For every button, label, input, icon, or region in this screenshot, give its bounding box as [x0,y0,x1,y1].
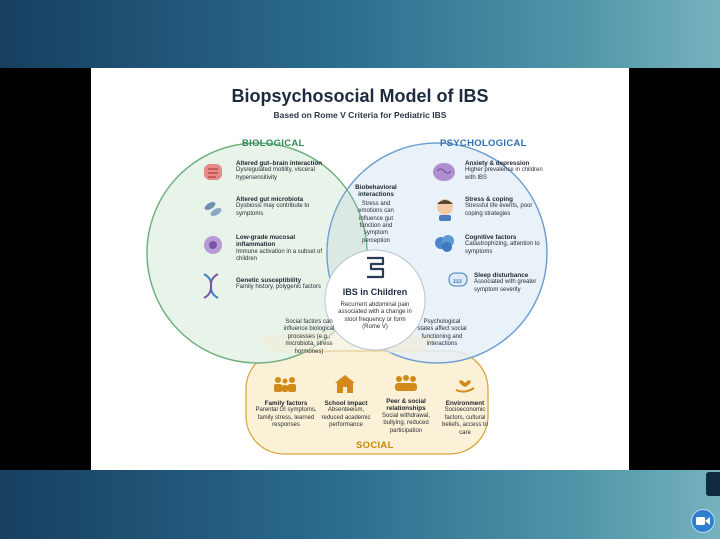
social-item-4-desc: Socioeconomic factors, cultural beliefs,… [441,407,489,436]
psych-item-4: Sleep disturbance Associated with greate… [474,272,554,294]
center-circle [324,249,426,351]
bio-item-2: Altered gut microbiota Dysbiosis may con… [236,196,334,218]
social-item-3-title: Peer & social relationships [386,398,426,413]
social-item-4: Environment Socioeconomic factors, cultu… [440,400,490,437]
psych-item-3-desc: Catastrophizing, attention to symptoms [465,241,540,255]
slide-title: Biopsychosocial Model of IBS [231,86,489,106]
psych-item-2-desc: Stressful life events, poor coping strat… [465,203,533,217]
bio-psych-overlap-text: Biobehavioral interactions Stress and em… [351,184,401,245]
social-item-2-desc: Absenteeism, reduced academic performanc… [321,407,371,429]
bio-item-4: Genetic susceptibility Family history, p… [236,277,326,292]
bio-item-1-desc: Dysregulated motility, visceral hypersen… [236,167,315,181]
bio-item-1-title: Altered gut–brain interaction [236,160,323,167]
psych-item-1: Anxiety & depression Higher prevalence i… [465,160,545,182]
bio-item-3-desc: Immune activation in a subset of childre… [236,248,323,263]
bio-item-4-desc: Family history, polygenic factors [236,284,321,291]
social-item-1: Family factors Parental GI symptoms, fam… [254,400,318,430]
social-item-1-desc: Parental GI symptoms, family stress, lea… [255,407,317,429]
venn-diagram [146,142,548,455]
bio-social-overlap-text: Social factors can influence biological … [283,319,335,355]
bio-item-3: Low-grade mucosal inflammation Immune ac… [236,234,326,264]
psych-item-4-title: Sleep disturbance [474,272,529,279]
social-item-2-title: School impact [324,400,368,407]
bio-item-2-desc: Dysbiosis may contribute to symptoms [236,203,310,217]
bio-item-3-title: Low-grade mucosal inflammation [236,234,296,249]
center-text: Recurrent abdominal pain associated with… [338,302,412,331]
video-camera-icon [696,517,710,525]
bio-item-2-title: Altered gut microbiota [236,196,304,203]
social-item-4-title: Environment [445,400,485,407]
social-item-3-desc: Social withdrawal, bullying, reduced par… [381,412,431,434]
psych-social-overlap-text: Psychological states affect social funct… [417,319,467,348]
bio-psych-overlap-desc: Stress and emotions can influence gut fu… [358,200,394,244]
svg-text:zzz: zzz [453,279,462,285]
psych-item-2: Stress & coping Stressful life events, p… [465,196,547,218]
background-bottom [0,470,720,539]
social-item-3: Peer & social relationships Social withd… [378,398,434,435]
background-top [0,0,720,68]
psych-item-3-title: Cognitive factors [465,234,517,241]
psych-item-1-desc: Higher prevalence in children with IBS [465,167,543,181]
bio-psych-overlap-title: Biobehavioral interactions [355,184,397,199]
social-label: SOCIAL [356,440,394,451]
bio-item-1: Altered gut–brain interaction Dysregulat… [236,160,334,182]
camera-button[interactable] [691,509,715,533]
psych-item-2-title: Stress & coping [465,196,513,203]
social-item-1-title: Family factors [264,400,308,407]
side-panel-handle[interactable] [706,472,720,496]
psych-item-1-title: Anxiety & depression [465,160,530,167]
psych-item-3: Cognitive factors Catastrophizing, atten… [465,234,549,256]
center-title: IBS in Children [342,287,408,297]
bio-item-4-title: Genetic susceptibility [236,277,302,284]
slide-subtitle: Based on Rome V Criteria for Pediatric I… [273,110,447,120]
social-item-2: School impact Absenteeism, reduced acade… [319,400,373,430]
biological-label: BIOLOGICAL [242,138,305,149]
psychological-label: PSYCHOLOGICAL [440,138,527,149]
psych-item-4-desc: Associated with greater symptom severity [474,279,537,293]
shared-slide: Biopsychosocial Model of IBS Based on Ro… [91,68,629,470]
